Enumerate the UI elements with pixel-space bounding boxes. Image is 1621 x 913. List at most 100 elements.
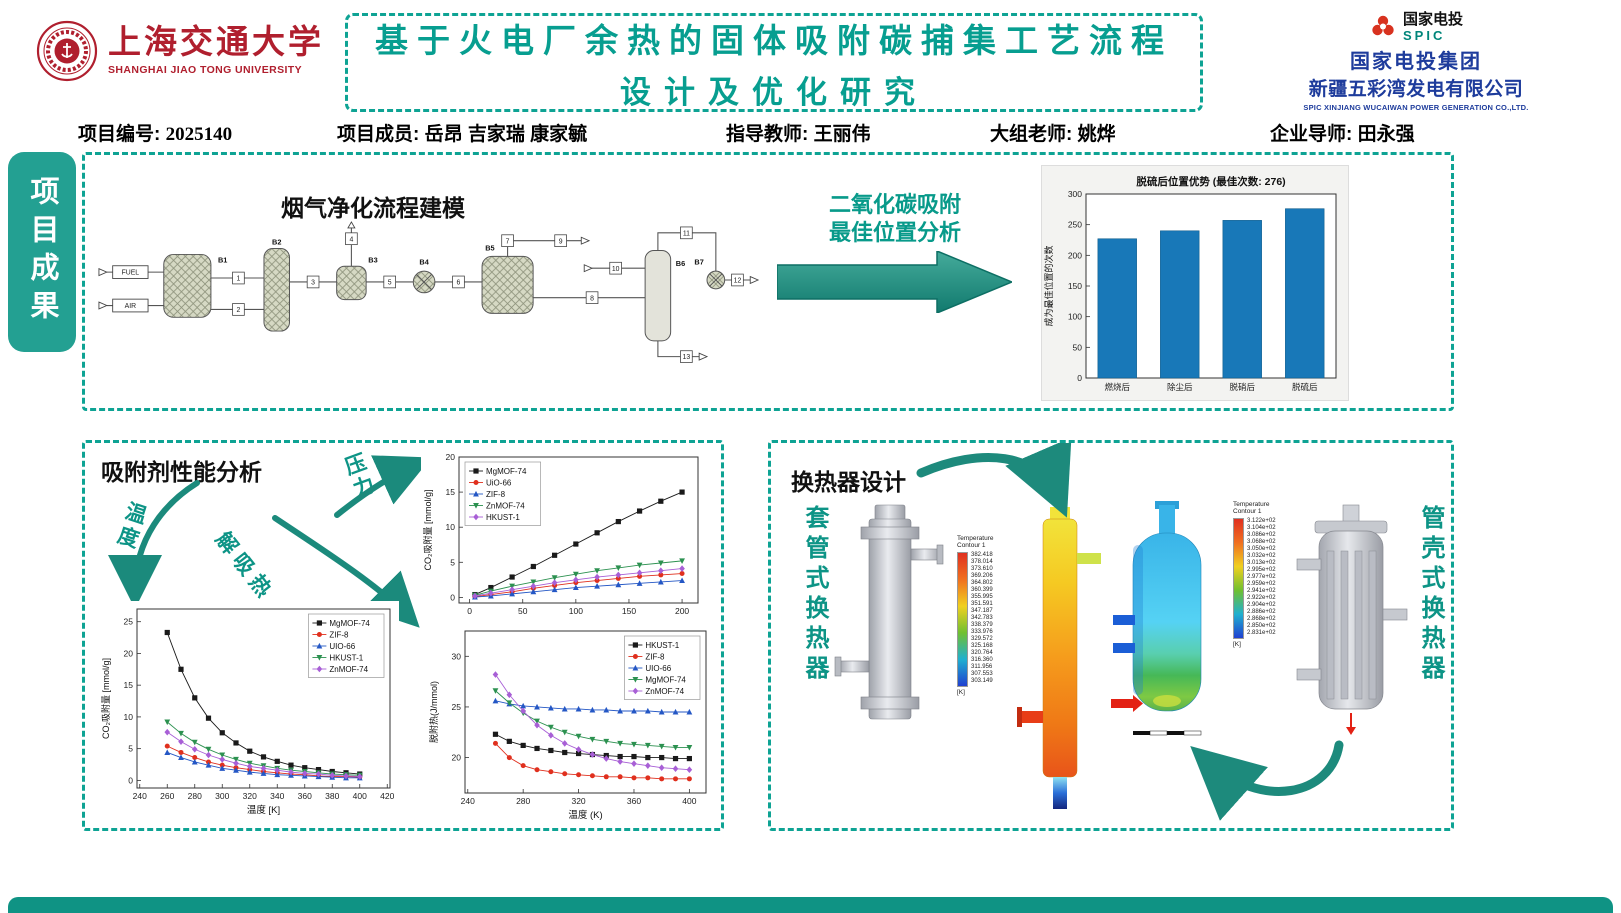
block-b4: B4 [419, 257, 429, 266]
stream-8: 8 [590, 295, 594, 302]
svg-text:320: 320 [243, 791, 257, 801]
project-id-label: 项目编号: [78, 124, 161, 145]
unit-vessel-b5 [481, 255, 534, 314]
svg-text:MgMOF-74: MgMOF-74 [329, 619, 370, 628]
flowsheet-stream-boxes: 1 2 3 4 5 6 7 8 9 10 11 12 13 B1 B2 B3 B… [218, 226, 744, 363]
svg-text:成为最佳位置的次数: 成为最佳位置的次数 [1043, 245, 1054, 326]
svg-text:脱硫后: 脱硫后 [1292, 382, 1318, 392]
project-members: 项目成员: 岳昂 吉家瑞 康家毓 [337, 119, 587, 146]
svg-text:200: 200 [675, 606, 689, 616]
stream-11: 11 [683, 230, 690, 237]
advisor: 指导教师: 王丽伟 [726, 119, 871, 146]
contour-legend-value: 342.783 [971, 614, 993, 621]
contour-legend-value: 351.591 [971, 600, 993, 607]
arrow-to-temperature-chart [108, 480, 200, 609]
stream-13: 13 [683, 354, 691, 361]
unit-column-b2 [263, 248, 290, 332]
svg-text:100: 100 [569, 606, 583, 616]
svg-text:脱硝后: 脱硝后 [1229, 382, 1255, 392]
stream-7: 7 [506, 238, 510, 245]
svg-text:除尘后: 除尘后 [1167, 382, 1193, 392]
svg-text:CO₂吸附量 [mmol/g]: CO₂吸附量 [mmol/g] [422, 489, 433, 570]
block-b5: B5 [485, 244, 494, 253]
double-pipe-hx-cad-image [834, 504, 944, 720]
svg-text:300: 300 [215, 791, 229, 801]
contour-legend-unit: [K] [957, 688, 965, 696]
contour-legend-value: 316.360 [971, 656, 993, 663]
poster-title-line1: 基于火电厂余热的固体吸附碳捕集工艺流程 [375, 21, 1173, 59]
shell-tube-hx-cad-image [1296, 504, 1408, 735]
unit-column-b6 [644, 250, 672, 342]
svg-text:50: 50 [518, 606, 528, 616]
svg-text:250: 250 [1068, 220, 1082, 230]
company-name-line2: 新疆五彩湾发电有限公司 [1308, 78, 1524, 100]
caption-line1: 二氧化碳吸附 [828, 192, 961, 217]
svg-text:HKUST-1: HKUST-1 [486, 513, 520, 522]
svg-text:UIO-66: UIO-66 [645, 664, 671, 673]
svg-text:150: 150 [622, 606, 636, 616]
members-label: 项目成员: [337, 124, 420, 145]
spic-logo-icon [1372, 16, 1394, 36]
svg-text:300: 300 [1068, 189, 1082, 199]
svg-text:30: 30 [452, 651, 462, 661]
svg-text:400: 400 [353, 791, 367, 801]
contour-legend-value: 2.959e+02 [1247, 580, 1276, 587]
flowsheet-title: 烟气净化流程建模 [281, 195, 465, 221]
side-tab-label: 项目成果 [26, 176, 58, 328]
flowsheet-feed-blocks: FUEL AIR [112, 265, 149, 313]
group-teacher-label: 大组老师: [990, 124, 1073, 145]
svg-text:MgMOF-74: MgMOF-74 [486, 467, 527, 476]
unit-burner-b1 [163, 253, 212, 318]
stream-2: 2 [237, 307, 241, 314]
svg-text:260: 260 [160, 791, 174, 801]
side-tab-project-results: 项目成果 [8, 152, 76, 352]
project-id-value: 2025140 [165, 124, 233, 145]
svg-text:320: 320 [571, 796, 585, 806]
company-name-en: SPIC XINJIANG WUCAIWAN POWER GENERATION … [1303, 102, 1529, 112]
svg-text:280: 280 [188, 791, 202, 801]
contour-legend-value: 307.553 [971, 670, 993, 677]
pressure-arrow-label: 压力 [339, 450, 378, 504]
svg-text:0: 0 [450, 592, 455, 602]
members-value: 岳昂 吉家瑞 康家毓 [424, 124, 588, 145]
advisor-value: 王丽伟 [813, 124, 871, 145]
svg-text:10: 10 [124, 712, 134, 722]
block-b3: B3 [368, 255, 377, 264]
mentor-label: 企业导师: [1270, 124, 1353, 145]
contour-legend-value: 3.104e+02 [1247, 524, 1276, 531]
svg-text:15: 15 [446, 487, 456, 497]
co2-analysis-caption: 二氧化碳吸附 最佳位置分析 [775, 191, 1015, 246]
poster-title-box: 基于火电厂余热的固体吸附碳捕集工艺流程 设计及优化研究 [345, 13, 1203, 112]
stream-10: 10 [612, 266, 620, 273]
svg-text:UiO-66: UiO-66 [486, 478, 512, 487]
svg-text:25: 25 [452, 702, 462, 712]
svg-text:50: 50 [1073, 342, 1083, 352]
svg-text:HKUST-1: HKUST-1 [645, 641, 679, 650]
contour-legend-value: 382.418 [971, 551, 993, 558]
mentor-value: 田永强 [1357, 124, 1415, 145]
contour-legend-value: 355.995 [971, 593, 993, 600]
svg-text:ZnMOF-74: ZnMOF-74 [645, 687, 684, 696]
group-teacher: 大组老师: 姚烨 [990, 119, 1116, 146]
contour-color-bar [1233, 517, 1244, 639]
svg-text:脱硫后位置优势 (最佳次数: 276): 脱硫后位置优势 (最佳次数: 276) [1136, 175, 1285, 188]
svg-text:CO₂吸附量 [mmol/g]: CO₂吸附量 [mmol/g] [100, 658, 111, 739]
contour-color-bar [957, 551, 968, 687]
big-right-arrow [777, 251, 1012, 313]
contour-legend-value: 2.941e+02 [1247, 587, 1276, 594]
contour-legend-value: 3.013e+02 [1247, 559, 1276, 566]
stream-5: 5 [388, 280, 392, 287]
contour-legend-value: 2.977e+02 [1247, 573, 1276, 580]
svg-text:5: 5 [450, 557, 455, 567]
temperature-arrow-label: 温度 [111, 498, 150, 554]
hx-panel-title: 换热器设计 [791, 469, 906, 495]
contour-legend-value: 347.187 [971, 607, 993, 614]
spic-logo-block: 国家电投 SPIC 国家电投集团 新疆五彩湾发电有限公司 SPIC XINJIA… [1284, 12, 1548, 112]
arrow-to-cfd [916, 443, 1072, 518]
svg-text:0: 0 [1077, 373, 1082, 383]
block-b2: B2 [272, 238, 281, 247]
contour-legend-value: 333.976 [971, 628, 993, 635]
